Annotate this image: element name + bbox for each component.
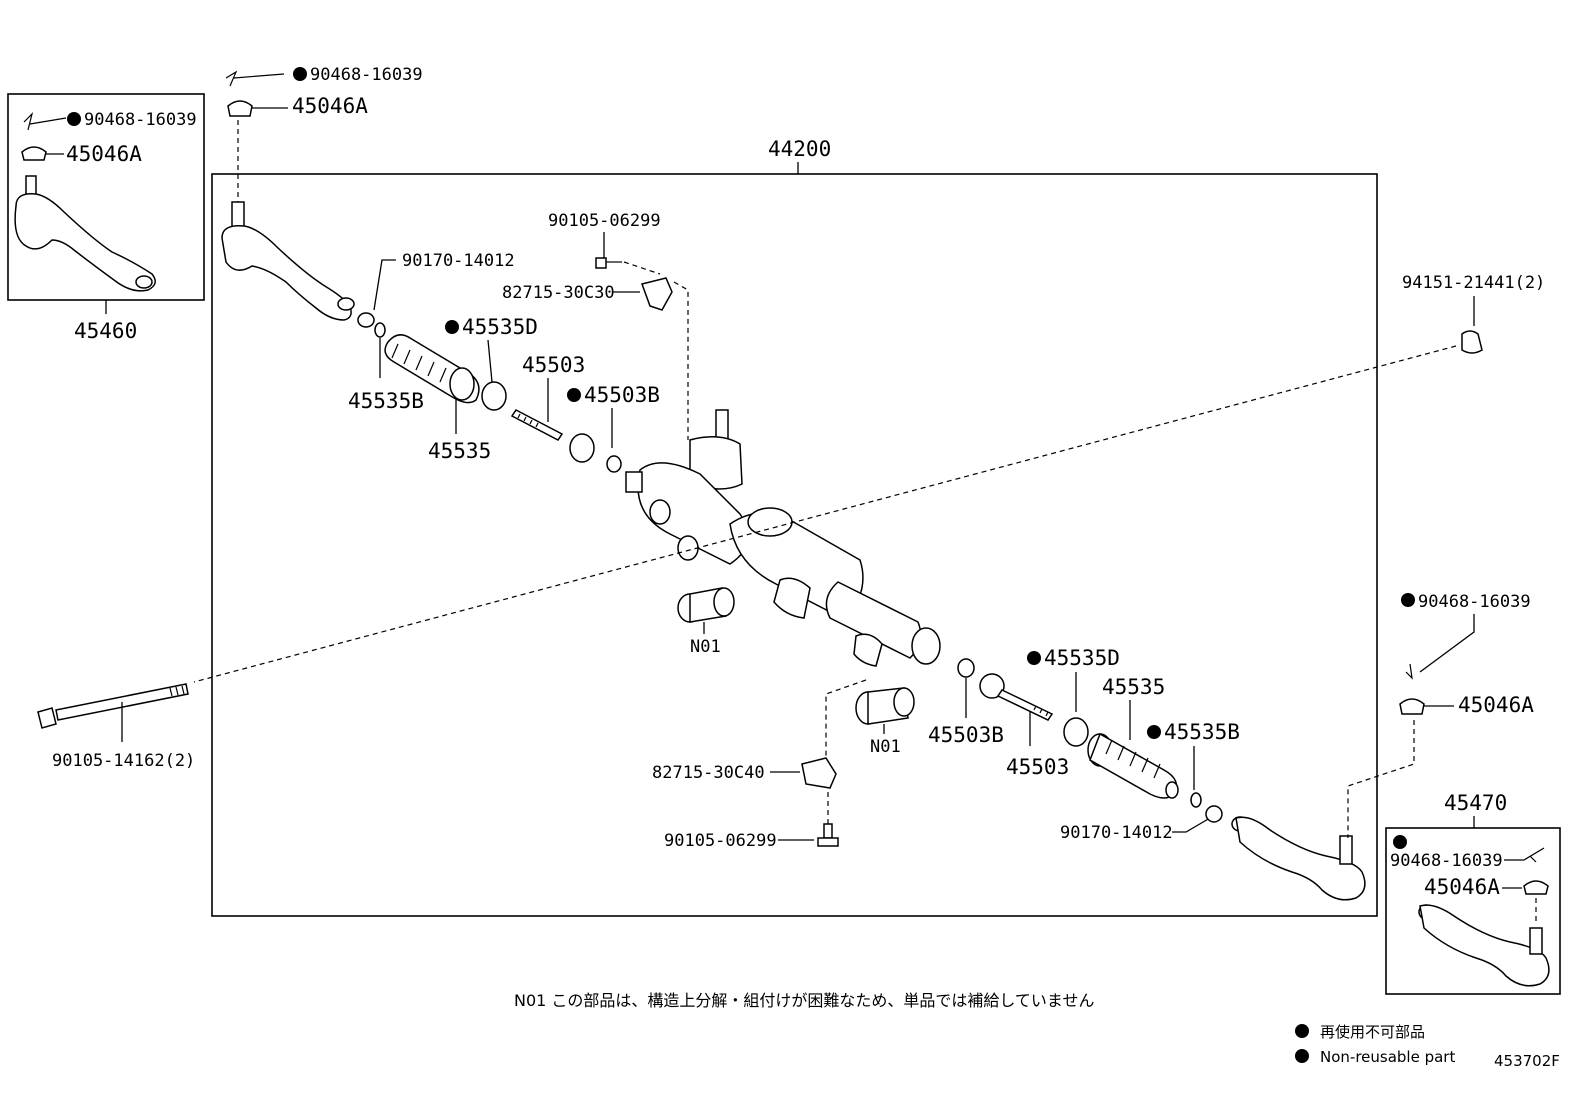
bracket-label-top: 82715-30C30 [502, 283, 615, 303]
washer-icon [957, 658, 975, 678]
steering-gear-housing [625, 409, 941, 667]
long-bolt-label: 90105-14162(2) [52, 751, 195, 771]
cotter-pin-icon [1405, 663, 1413, 680]
clip-label-right: 45535D [1044, 646, 1120, 670]
clip-bolt-label-top: 90105-06299 [548, 211, 661, 231]
boot-label-left: 45535 [428, 439, 491, 463]
long-bolt-icon [37, 683, 189, 729]
bracket-icon [641, 277, 673, 311]
legend-dot [1295, 1049, 1309, 1063]
nut-icon [1461, 330, 1483, 354]
diagram-id: 453702F [1494, 1052, 1560, 1070]
bushing-icon [677, 587, 735, 623]
washer-label-right: 45503B [928, 723, 1004, 747]
footnote: N01 この部品は、構造上分解・組付けが困難なため、単品では補給していません [514, 991, 1094, 1010]
tie-rod-right [979, 673, 1054, 721]
pin-label-top: 90468-16039 [310, 65, 423, 85]
guide-line [193, 345, 1457, 683]
non-reusable-dot [1027, 651, 1041, 665]
non-reusable-dot [67, 112, 81, 126]
ring-icon [1190, 792, 1202, 808]
castle-nut-icon [1399, 698, 1425, 715]
bracket-label-bottom: 82715-30C40 [652, 763, 765, 783]
washer-icon [606, 455, 622, 473]
pin-label-inset-right: 90468-16039 [1390, 851, 1503, 871]
boot-label-right: 45535 [1102, 675, 1165, 699]
nut-label-top: 45046A [292, 94, 368, 118]
nut-label-right-end: 45046A [1458, 693, 1534, 717]
boot-right [1087, 732, 1179, 799]
tie-rod-left [510, 409, 595, 463]
guide-line [673, 281, 689, 440]
clip-ring-icon [1063, 717, 1089, 747]
ring-label-right: 45535B [1164, 720, 1240, 744]
castle-nut-icon [227, 100, 253, 117]
tie-rod-end-icon [14, 175, 156, 292]
boot-left [384, 334, 480, 404]
clamp-icon [1205, 805, 1223, 823]
clip-label-left: 45535D [462, 315, 538, 339]
clamp-icon [357, 312, 386, 338]
guide-line [1347, 720, 1415, 838]
bushing-label-left: N01 [690, 637, 721, 657]
cotter-pin-icon [225, 70, 285, 87]
clip-ring-icon [481, 381, 507, 411]
clip-bolt-label-bottom: 90105-06299 [664, 831, 777, 851]
tie-rod-label-right: 45503 [1006, 755, 1069, 779]
non-reusable-dot [1147, 725, 1161, 739]
non-reusable-dot [1393, 835, 1407, 849]
clamp-label-left: 90170-14012 [402, 251, 515, 271]
nut-label-inset-left: 45046A [66, 142, 142, 166]
nut-label-right: 94151-21441(2) [1402, 273, 1545, 293]
nut-label-inset-right: 45046A [1424, 875, 1500, 899]
legend-en: Non-reusable part [1320, 1048, 1455, 1066]
non-reusable-dot [1401, 593, 1415, 607]
castle-nut-icon [1523, 880, 1549, 895]
inset-box-right [1385, 827, 1561, 995]
tie-rod-end-icon [1418, 904, 1550, 987]
bolt-icon [817, 823, 839, 847]
guide-line [825, 679, 867, 758]
ring-label-left: 45535B [348, 389, 424, 413]
part-label-45460: 45460 [74, 319, 137, 343]
bushing-icon [855, 687, 915, 725]
assembly-label: 44200 [768, 137, 831, 161]
legend-dot [1295, 1024, 1309, 1038]
assembly-box [211, 173, 1378, 917]
washer-label-left: 45503B [584, 383, 660, 407]
bushing-label-right: N01 [870, 737, 901, 757]
cotter-pin-icon [23, 112, 67, 131]
non-reusable-dot [445, 320, 459, 334]
tie-rod-end-right [1231, 816, 1366, 901]
castle-nut-icon [21, 146, 47, 161]
part-label-45470: 45470 [1444, 791, 1507, 815]
bolt-icon [595, 257, 622, 269]
pin-label-right: 90468-16039 [1418, 592, 1531, 612]
non-reusable-dot [293, 67, 307, 81]
legend-jp: 再使用不可部品 [1320, 1023, 1425, 1041]
non-reusable-dot [567, 388, 581, 402]
bracket-icon [801, 757, 837, 789]
tie-rod-label-left: 45503 [522, 353, 585, 377]
cotter-pin-icon [1504, 847, 1545, 863]
pin-label-inset-left: 90468-16039 [84, 110, 197, 130]
clamp-label-right: 90170-14012 [1060, 823, 1173, 843]
tie-rod-end-left [221, 201, 355, 321]
